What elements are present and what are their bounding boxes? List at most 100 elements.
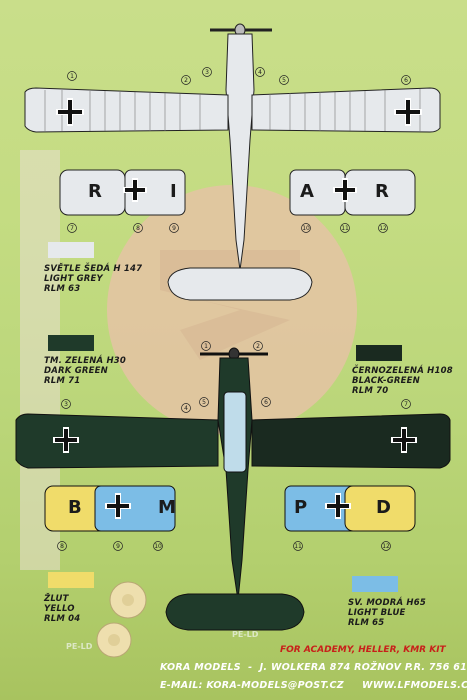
callout: 1 — [201, 341, 211, 351]
svg-text:6: 6 — [264, 399, 268, 406]
separator — [348, 680, 359, 691]
cross-marking — [123, 178, 147, 202]
cross-marking — [325, 493, 351, 519]
svg-text:1: 1 — [204, 343, 208, 350]
svg-text:11: 11 — [341, 225, 349, 232]
upper-left-letter-2: I — [170, 181, 177, 202]
legend-line: RLM 04 — [44, 614, 81, 624]
callout: 3 — [61, 399, 71, 409]
legend-line: RLM 70 — [352, 386, 389, 396]
legend-line: ŽLUT — [44, 594, 69, 604]
cross-marking — [391, 427, 417, 453]
svg-text:2: 2 — [256, 343, 260, 350]
cross-marking — [105, 493, 131, 519]
legend-black-green: ČERNOZELENÁ H108 BLACK-GREEN RLM 70 — [352, 366, 453, 396]
upper-left-wing — [24, 87, 229, 133]
callout: 4 — [181, 403, 191, 413]
svg-text:8: 8 — [136, 225, 140, 232]
cross-marking — [56, 98, 84, 126]
legend-dark-green: TM. ZELENÁ H30 DARK GREEN RLM 71 — [44, 356, 126, 386]
background-roundel — [107, 185, 357, 435]
lower-right-letter-2: D — [376, 497, 391, 518]
footer-line-2: E-MAIL: KORA-MODELS@POST.CZ WWW.LFMODELS… — [160, 680, 467, 691]
upper-crosses — [56, 98, 422, 202]
legend-line: RLM 65 — [348, 618, 385, 628]
callout: 2 — [181, 75, 191, 85]
callout: 2 — [253, 341, 263, 351]
svg-text:10: 10 — [154, 543, 162, 550]
svg-text:9: 9 — [116, 543, 120, 550]
swatch-black-green — [356, 345, 402, 361]
legend-line: LIGHT BLUE — [348, 608, 406, 618]
callout: 9 — [113, 541, 123, 551]
lower-left-letter-2: M — [158, 497, 176, 518]
callout: 7 — [401, 399, 411, 409]
company-email[interactable]: E-MAIL: KORA-MODELS@POST.CZ — [160, 680, 344, 691]
lower-right-letter-1: P — [294, 497, 307, 518]
callout: 3 — [202, 67, 212, 77]
callout: 7 — [67, 223, 77, 233]
company-address: J. WOLKERA 874 ROŽNOV P.R. 756 61 — [259, 662, 467, 673]
callout: 9 — [169, 223, 179, 233]
swatch-dark-green — [48, 335, 94, 351]
svg-text:9: 9 — [172, 225, 176, 232]
recycle-label-2: PE-LD — [232, 630, 259, 639]
svg-text:7: 7 — [404, 401, 408, 408]
callout: 5 — [279, 75, 289, 85]
legend-light-blue: SV. MODRÁ H65 LIGHT BLUE RLM 65 — [348, 598, 426, 628]
upper-tailplane — [167, 267, 313, 301]
legend-line: LIGHT GREY — [44, 274, 103, 284]
swatch-light-blue — [352, 576, 398, 592]
upper-right-wing — [251, 87, 441, 133]
svg-text:10: 10 — [302, 225, 310, 232]
svg-text:7: 7 — [70, 225, 74, 232]
svg-text:4: 4 — [184, 405, 188, 412]
legend-line: SV. MODRÁ H65 — [348, 598, 426, 608]
legend-line: SVĚTLE ŠEDÁ H 147 — [44, 264, 143, 274]
lower-aircraft — [15, 347, 451, 631]
callout: 10 — [153, 541, 163, 551]
lower-right-wing — [251, 413, 451, 469]
lower-left-letter-1: B — [68, 497, 82, 518]
callout: 6 — [261, 397, 271, 407]
callout: 11 — [293, 541, 303, 551]
svg-text:12: 12 — [382, 543, 390, 550]
upper-right-letter-2: R — [375, 181, 389, 202]
company-website[interactable]: WWW.LFMODELS.CZ — [362, 680, 467, 691]
svg-text:2: 2 — [184, 77, 188, 84]
legend-line: ČERNOZELENÁ H108 — [352, 366, 453, 376]
callout: 10 — [301, 223, 311, 233]
callout: 8 — [133, 223, 143, 233]
legend-line: DARK GREEN — [44, 366, 108, 376]
callout: 4 — [255, 67, 265, 77]
lower-tailplane — [165, 593, 305, 631]
legend-light-grey: SVĚTLE ŠEDÁ H 147 LIGHT GREY RLM 63 — [44, 264, 142, 294]
legend-yellow: ŽLUT YELLO RLM 04 — [44, 594, 80, 624]
cross-marking — [333, 178, 357, 202]
callout: 8 — [57, 541, 67, 551]
swatch-yellow — [48, 572, 94, 588]
upper-callouts: 1 2 3 4 5 6 7 8 9 10 11 12 — [67, 67, 411, 233]
svg-text:5: 5 — [202, 399, 206, 406]
callout: 11 — [340, 223, 350, 233]
svg-text:4: 4 — [258, 69, 262, 76]
footer-line-1: KORA MODELS - J. WOLKERA 874 ROŽNOV P.R.… — [160, 662, 467, 673]
legend-line: BLACK-GREEN — [352, 376, 420, 386]
callout: 6 — [401, 75, 411, 85]
callout: 12 — [378, 223, 388, 233]
company-name: KORA MODELS — [160, 662, 241, 673]
legend-line: YELLO — [44, 604, 75, 614]
svg-text:11: 11 — [294, 543, 302, 550]
callout: 5 — [199, 397, 209, 407]
svg-text:3: 3 — [205, 69, 209, 76]
svg-text:12: 12 — [379, 225, 387, 232]
cross-marking — [394, 98, 422, 126]
callout: 1 — [67, 71, 77, 81]
upper-aircraft — [24, 23, 441, 301]
lower-left-wing — [15, 413, 219, 469]
swatch-light-grey — [48, 242, 94, 258]
legend-line: RLM 71 — [44, 376, 81, 386]
cross-marking — [53, 427, 79, 453]
legend-line: TM. ZELENÁ H30 — [44, 356, 127, 366]
